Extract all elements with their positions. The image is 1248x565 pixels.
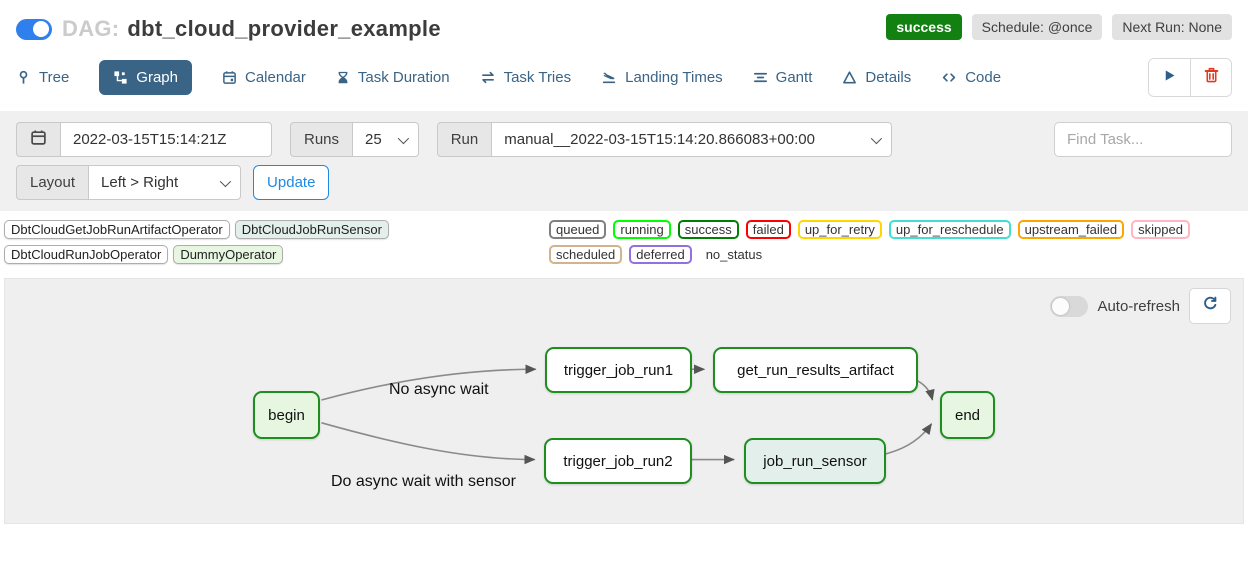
run-label: Run xyxy=(436,122,493,157)
base-date-input[interactable]: 2022-03-15T15:14:21Z xyxy=(60,122,272,157)
hourglass-icon xyxy=(336,70,350,85)
status-chip[interactable]: success xyxy=(677,220,739,239)
calendar-addon[interactable] xyxy=(16,122,60,157)
status-chip[interactable]: skipped xyxy=(1131,220,1190,239)
status-badge[interactable]: success xyxy=(886,14,962,40)
base-date-group: 2022-03-15T15:14:21Z xyxy=(16,122,272,157)
status-chip[interactable]: upstream_failed xyxy=(1017,220,1125,239)
status-chip[interactable]: failed xyxy=(745,220,791,239)
dag-header: DAG: dbt_cloud_provider_example success … xyxy=(0,0,1248,48)
trash-icon xyxy=(1204,67,1219,88)
auto-refresh-toggle[interactable] xyxy=(1050,295,1089,317)
legend: DbtCloudGetJobRunArtifactOperator DbtClo… xyxy=(0,211,1248,270)
task-node-get-run-results-artifact[interactable]: get_run_results_artifact xyxy=(713,347,918,393)
tab-tree[interactable]: Tree xyxy=(16,69,69,86)
trigger-dag-button[interactable] xyxy=(1149,59,1190,96)
status-chip[interactable]: scheduled xyxy=(549,245,623,264)
schedule-badge: Schedule: @once xyxy=(971,14,1103,40)
repeat-icon xyxy=(480,70,496,85)
layout-label: Layout xyxy=(16,165,90,200)
tree-icon xyxy=(16,70,31,85)
operator-legend: DbtCloudGetJobRunArtifactOperator DbtClo… xyxy=(4,220,549,264)
task-node-job-run-sensor[interactable]: job_run_sensor xyxy=(744,438,886,484)
operator-chip: DummyOperator xyxy=(173,245,284,264)
status-chip[interactable]: queued xyxy=(549,220,607,239)
auto-refresh-control: Auto-refresh xyxy=(1050,288,1231,324)
auto-refresh-label: Auto-refresh xyxy=(1097,297,1180,315)
run-group: Run manual__2022-03-15T15:14:20.866083+0… xyxy=(436,122,893,157)
details-icon xyxy=(842,70,857,85)
toggle-knob xyxy=(1052,297,1070,315)
operator-chip: DbtCloudRunJobOperator xyxy=(4,245,169,264)
chevron-down-icon xyxy=(219,175,232,187)
next-run-badge: Next Run: None xyxy=(1112,14,1232,40)
operator-chip: DbtCloudJobRunSensor xyxy=(234,220,389,239)
edge-label-no-async-wait: No async wait xyxy=(389,381,489,398)
header-badges: success Schedule: @once Next Run: None xyxy=(886,14,1232,40)
status-chip[interactable]: up_for_reschedule xyxy=(888,220,1011,239)
layout-group: Layout Left > Right xyxy=(16,165,242,200)
status-chip[interactable]: deferred xyxy=(629,245,692,264)
tab-calendar[interactable]: Calendar xyxy=(222,69,306,86)
run-select[interactable]: manual__2022-03-15T15:14:20.866083+00:00 xyxy=(492,122,893,157)
tab-details[interactable]: Details xyxy=(842,69,911,86)
plane-landing-icon xyxy=(601,70,617,85)
delete-dag-button[interactable] xyxy=(1190,59,1231,96)
runs-label: Runs xyxy=(290,122,354,157)
task-node-begin[interactable]: begin xyxy=(253,391,320,439)
runs-group: Runs 25 xyxy=(290,122,419,157)
tab-graph[interactable]: Graph xyxy=(99,60,192,95)
tab-landing-times[interactable]: Landing Times xyxy=(601,69,723,86)
status-chip-no-status[interactable]: no_status xyxy=(698,245,770,264)
find-task-input[interactable] xyxy=(1054,122,1232,157)
filter-bar: 2022-03-15T15:14:21Z Runs 25 Run manual_… xyxy=(0,111,1248,211)
calendar-icon xyxy=(30,129,47,150)
view-tabbar: Tree Graph Calendar Task Duration Task T… xyxy=(0,48,1248,105)
dag-action-buttons xyxy=(1148,58,1232,97)
tab-task-duration[interactable]: Task Duration xyxy=(336,69,450,86)
refresh-button[interactable] xyxy=(1189,288,1231,324)
dag-prefix-label: DAG: xyxy=(62,16,120,41)
status-chip[interactable]: running xyxy=(613,220,671,239)
calendar-icon xyxy=(222,70,237,85)
gantt-icon xyxy=(753,70,768,85)
tab-code[interactable]: Code xyxy=(941,69,1001,86)
chevron-down-icon xyxy=(871,132,883,144)
task-node-trigger-job-run1[interactable]: trigger_job_run1 xyxy=(545,347,692,393)
status-legend: queued running success failed up_for_ret… xyxy=(549,220,1244,264)
tab-task-tries[interactable]: Task Tries xyxy=(480,69,571,86)
dag-title: dbt_cloud_provider_example xyxy=(127,16,441,41)
chevron-down-icon xyxy=(397,132,409,144)
dag-pause-toggle[interactable] xyxy=(16,18,52,40)
task-node-end[interactable]: end xyxy=(940,391,995,439)
edge-label-do-async-wait: Do async wait with sensor xyxy=(331,473,516,490)
graph-icon xyxy=(113,70,128,85)
play-icon xyxy=(1162,68,1177,88)
layout-select[interactable]: Left > Right xyxy=(89,165,242,200)
status-chip[interactable]: up_for_retry xyxy=(797,220,882,239)
tab-gantt[interactable]: Gantt xyxy=(753,69,812,86)
update-button[interactable]: Update xyxy=(253,165,330,200)
task-node-trigger-job-run2[interactable]: trigger_job_run2 xyxy=(544,438,692,484)
refresh-icon xyxy=(1202,295,1219,317)
dag-graph-panel: Auto-refresh begin trigger_job_run1 get_… xyxy=(4,278,1244,524)
code-icon xyxy=(941,70,957,85)
operator-chip: DbtCloudGetJobRunArtifactOperator xyxy=(4,220,230,239)
dag-edges xyxy=(321,364,935,465)
toggle-knob xyxy=(33,21,49,37)
runs-select[interactable]: 25 xyxy=(353,122,419,157)
